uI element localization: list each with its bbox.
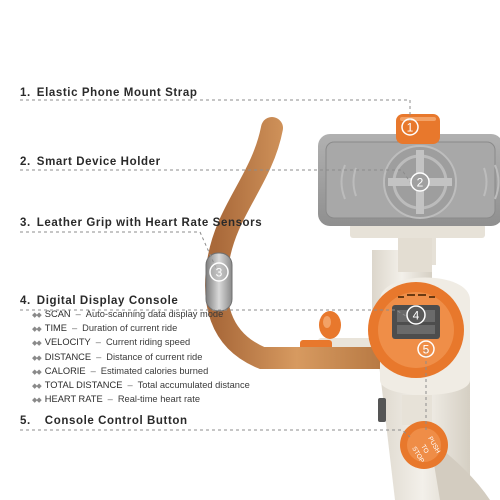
- svg-text:4: 4: [413, 309, 420, 323]
- list-item: ◆◆CALORIE–Estimated calories burned: [32, 365, 209, 376]
- callout-markers: 1 2 3 4 5: [209, 118, 435, 358]
- svg-text:3: 3: [216, 266, 223, 280]
- feature-label-display-console: 4.Digital Display Console: [20, 295, 179, 307]
- list-item: ◆◆TIME–Duration of current ride: [32, 323, 178, 334]
- list-item: ◆◆HEART RATE–Real-time heart rate: [32, 394, 200, 405]
- leader-line-2: [20, 169, 411, 183]
- list-item: ◆◆SCAN–Auto-scanning data display mode: [32, 309, 224, 319]
- svg-text:5: 5: [423, 343, 430, 357]
- display-console: [368, 277, 470, 395]
- console-control-button: PUSH TO STOP: [400, 395, 448, 469]
- callout-marker-5: 5: [417, 340, 435, 358]
- svg-text:1: 1: [407, 121, 414, 135]
- leader-line-1: [20, 99, 411, 126]
- list-item: ◆◆DISTANCE–Distance of current ride: [32, 351, 203, 362]
- callout-marker-2: 2: [410, 172, 430, 192]
- svg-text:2: 2: [417, 176, 424, 190]
- list-item: ◆◆TOTAL DISTANCE–Total accumulated dista…: [32, 380, 250, 391]
- feature-label-phone-mount-strap: 1.Elastic Phone Mount Strap: [20, 87, 198, 99]
- list-item: ◆◆VELOCITY–Current riding speed: [32, 337, 191, 348]
- holder-post: [398, 232, 432, 272]
- leader-lines: [20, 99, 427, 438]
- callout-marker-1: 1: [401, 118, 419, 136]
- heart-rate-sensor: [205, 252, 233, 312]
- console-function-list: ◆◆SCAN–Auto-scanning data display mode ◆…: [32, 308, 250, 407]
- callout-marker-3: 3: [209, 262, 229, 282]
- callout-marker-4: 4: [406, 305, 426, 325]
- button-text-to: TO: [419, 444, 430, 455]
- smart-device-holder: [318, 134, 500, 238]
- leader-line-5: [20, 429, 411, 438]
- feature-label-smart-device-holder: 2.Smart Device Holder: [20, 156, 161, 168]
- feature-label-control-button: 5.Console Control Button: [20, 415, 188, 427]
- feature-label-leather-grip: 3.Leather Grip with Heart Rate Sensors: [20, 217, 263, 229]
- leader-line-3: [20, 231, 217, 269]
